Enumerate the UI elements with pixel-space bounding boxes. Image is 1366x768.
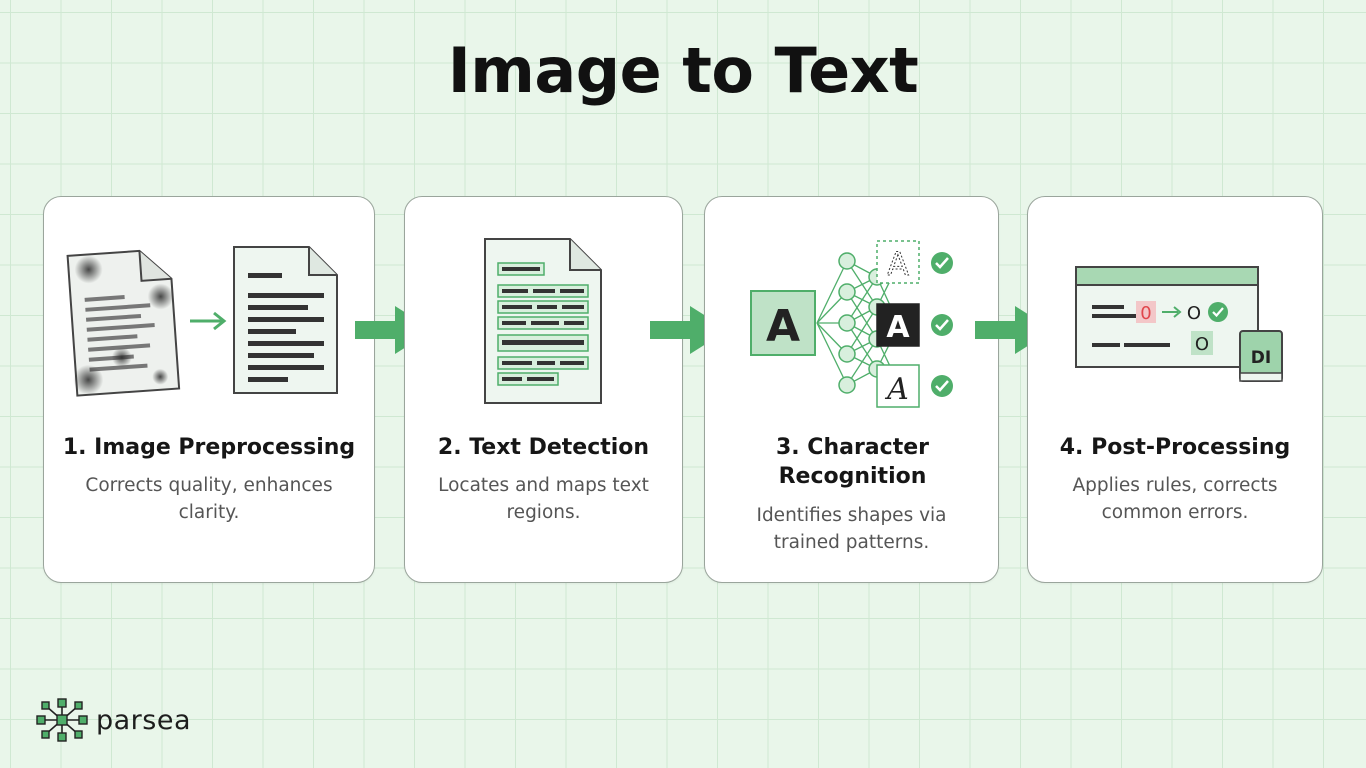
noisy-document-icon bbox=[66, 249, 181, 397]
step-card-postprocessing: 0 O O DI 4. Post-Processing Applies rule… bbox=[1027, 196, 1323, 583]
output-script-letter: A bbox=[876, 364, 920, 408]
svg-text:O: O bbox=[1195, 334, 1209, 355]
recognition-illustration: A A A A bbox=[750, 240, 953, 408]
step-description: Corrects quality, enhances clarity. bbox=[85, 475, 333, 523]
svg-text:A: A bbox=[887, 245, 909, 283]
clean-document-icon bbox=[233, 246, 338, 394]
window-icon: 0 O O bbox=[1075, 266, 1259, 368]
step-description: Applies rules, corrects common errors. bbox=[1072, 475, 1278, 523]
brand-logo: parsea bbox=[34, 696, 191, 744]
input-letter-tile: A bbox=[750, 290, 816, 356]
svg-text:O: O bbox=[1187, 303, 1201, 324]
output-dotted-letter: A bbox=[876, 240, 920, 284]
dictionary-book-icon: DI bbox=[1239, 330, 1283, 382]
page-title: Image to Text bbox=[447, 34, 919, 107]
step-card-preprocessing: 1. Image Preprocessing Corrects quality,… bbox=[43, 196, 375, 583]
step-title: 4. Post-Processing bbox=[1059, 435, 1291, 460]
arrow-right-icon bbox=[190, 311, 227, 331]
svg-text:0: 0 bbox=[1140, 303, 1151, 324]
step-title: 2. Text Detection bbox=[437, 435, 650, 460]
step-title: 3. Character Recognition bbox=[775, 435, 929, 489]
check-icon bbox=[931, 252, 953, 274]
svg-text:A: A bbox=[884, 372, 909, 407]
preprocessing-illustration bbox=[66, 246, 338, 397]
check-icon bbox=[931, 375, 953, 397]
postprocessing-illustration: 0 O O DI bbox=[1075, 266, 1283, 382]
step-description: Identifies shapes via trained patterns. bbox=[756, 505, 947, 553]
check-icon bbox=[931, 314, 953, 336]
detection-illustration bbox=[484, 238, 602, 404]
output-bold-letter: A bbox=[876, 303, 920, 347]
svg-text:DI: DI bbox=[1251, 348, 1271, 368]
document-with-boxes-icon bbox=[484, 238, 602, 404]
step-card-detection: 2. Text Detection Locates and maps text … bbox=[404, 196, 683, 583]
step-card-recognition: A A A A 3. Character Recognition Identif… bbox=[704, 196, 999, 583]
step-title: 1. Image Preprocessing bbox=[62, 435, 356, 460]
svg-text:A: A bbox=[886, 310, 910, 345]
network-logo-icon bbox=[36, 698, 88, 742]
step-description: Locates and maps text regions. bbox=[438, 475, 649, 523]
brand-name: parsea bbox=[96, 704, 192, 736]
svg-text:A: A bbox=[766, 301, 800, 352]
check-icon bbox=[1208, 302, 1228, 322]
